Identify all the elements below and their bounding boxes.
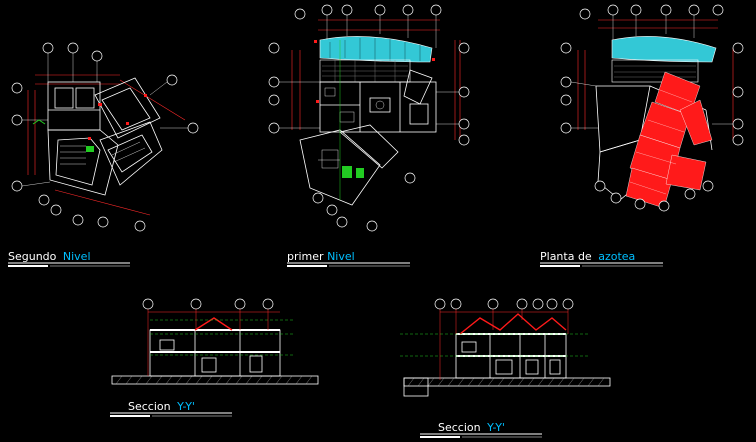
primer-red-marks — [314, 40, 435, 103]
primer-dimension-lines — [291, 19, 461, 140]
title-azotea-scalebar — [540, 265, 580, 267]
segundo-axis-leaders — [21, 53, 188, 187]
title-segundo-word1: Segundo — [8, 250, 57, 263]
section1-level-lines — [150, 319, 295, 356]
title-segundo-scalebar — [8, 265, 48, 267]
title-seccion1-word1: Seccion — [128, 400, 171, 413]
section1-roof — [194, 317, 233, 331]
section2-dimension-lines — [439, 309, 569, 380]
azotea-deck-hatch — [614, 65, 696, 78]
azotea-roof-hatch — [629, 89, 693, 195]
title-planta-azotea: Planta de azotea — [540, 250, 663, 267]
segundo-garden — [86, 146, 94, 152]
segundo-dimension-lines — [27, 74, 186, 216]
primer-furniture — [318, 87, 385, 169]
svg-text:Segundo Nivel: Segundo Nivel — [8, 250, 91, 263]
section1-dimension-lines — [147, 309, 280, 376]
azotea-roof — [625, 71, 713, 209]
section2-ground-hatch — [407, 377, 605, 387]
title-segundo-word2: Nivel — [63, 250, 91, 263]
title-primer-nivel: primer Nivel — [287, 250, 410, 267]
title-seccion1-scalebar — [110, 415, 150, 417]
segundo-hatch — [60, 141, 146, 165]
section1-ground-hatch — [115, 375, 313, 385]
azotea-axis-bubbles — [560, 4, 744, 212]
segundo-red-marks — [88, 94, 147, 140]
azotea-deck — [611, 59, 699, 83]
title-primer-scalebar — [287, 265, 327, 267]
section-2 — [400, 298, 611, 397]
svg-text:primer Nivel: primer Nivel — [287, 250, 355, 263]
primer-pool — [319, 36, 433, 63]
azotea-axis-leaders — [570, 15, 733, 129]
title-primer-word1: primer — [287, 250, 324, 263]
primer-axis-bubbles — [268, 4, 470, 232]
svg-text:Seccion Y-Y': Seccion Y-Y' — [128, 400, 195, 413]
title-seccion2-word2: Y-Y' — [486, 421, 505, 434]
title-primer-word2: Nivel — [327, 250, 355, 263]
section1-slabs — [150, 329, 280, 353]
svg-text:Seccion Y-Y': Seccion Y-Y' — [438, 421, 505, 434]
primer-walls — [299, 69, 437, 206]
section-1 — [111, 298, 319, 385]
primer-axis-leaders — [279, 15, 459, 129]
title-seccion-1: Seccion Y-Y' — [110, 400, 232, 417]
azotea-pool — [611, 36, 717, 63]
title-seccion1-word2: Y-Y' — [176, 400, 195, 413]
section2-foundation — [403, 377, 429, 397]
primer-garden — [342, 166, 364, 178]
azotea-dimension-lines — [577, 19, 734, 140]
section2-level-lines — [400, 333, 590, 357]
title-seccion2-word1: Seccion — [438, 421, 481, 434]
title-seccion2-scalebar — [420, 436, 460, 438]
svg-text:Planta de azotea: Planta de azotea — [540, 250, 635, 263]
plan-segundo-nivel — [11, 42, 199, 232]
title-segundo-nivel: Segundo Nivel — [8, 250, 130, 267]
title-azotea-word1: Planta de — [540, 250, 592, 263]
segundo-section-marker — [32, 119, 46, 125]
plan-primer-nivel — [268, 4, 470, 232]
section2-roof — [459, 313, 567, 335]
section2-axis-bubbles — [434, 298, 574, 310]
primer-deck-hatch — [322, 60, 408, 82]
primer-pool-pattern — [329, 38, 421, 61]
segundo-axis-bubbles — [11, 42, 199, 232]
title-seccion-2: Seccion Y-Y' — [420, 421, 542, 438]
segundo-walls — [47, 77, 163, 196]
plan-azotea — [560, 4, 744, 212]
title-azotea-word2: azotea — [598, 250, 635, 263]
